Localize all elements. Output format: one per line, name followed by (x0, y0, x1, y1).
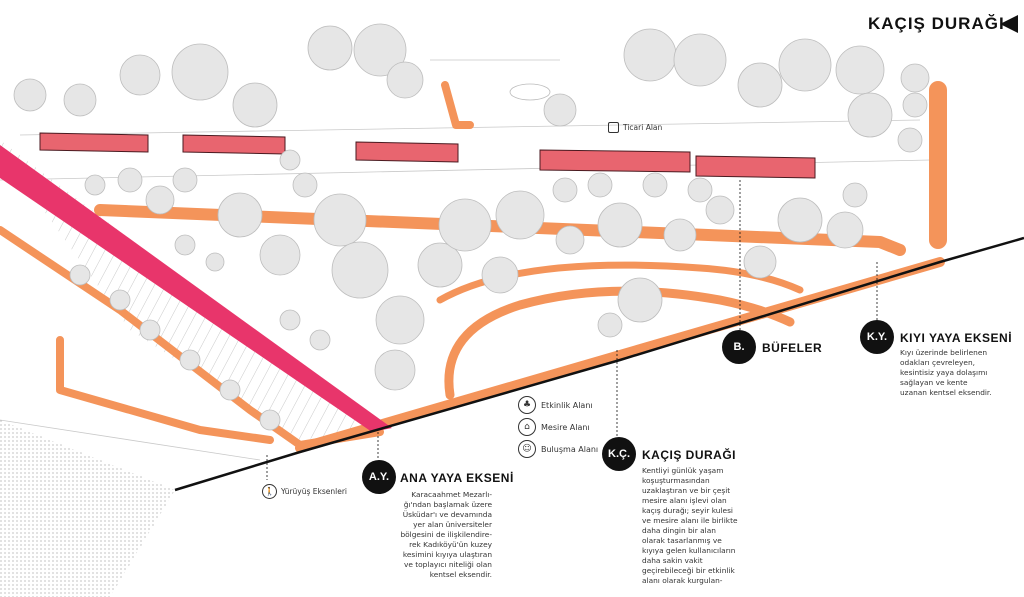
title-arrow-icon (1000, 15, 1018, 33)
kiosk-5 (695, 155, 816, 179)
section-desc-ay: Karacaahmet Mezarlı-ğı'ndan başlamak üze… (400, 490, 492, 579)
page-title: KAÇIŞ DURAĞI (868, 14, 1005, 33)
arc-walkway-inner (444, 286, 795, 400)
coastline (174, 236, 1024, 492)
legend-picnic-area: ⌂ Mesire Alanı (518, 418, 590, 436)
lower-left-walkway (56, 336, 274, 444)
shore-walkway (295, 257, 945, 453)
legend-event-area: ♣ Etkinlik Alanı (518, 396, 593, 414)
legend-meeting-area: ☺ Buluşma Alanı (518, 440, 598, 458)
section-title-ay: ANA YAYA EKSENİ (400, 471, 514, 485)
section-title-kc: KAÇIŞ DURAĞI (642, 448, 737, 462)
picnic-icon: ⌂ (518, 418, 536, 436)
badge-b: B. (722, 330, 756, 364)
main-axis (0, 145, 392, 432)
trees (13, 23, 930, 431)
walker-icon: 🚶 (262, 484, 277, 499)
event-icon: ♣ (518, 396, 536, 414)
kiosk-4 (539, 149, 691, 173)
kiosk-2 (182, 134, 286, 155)
commercial-area-label: Ticari Alan (608, 122, 662, 133)
section-title-ky: KIYI YAYA EKSENİ (900, 331, 1013, 345)
badge-kc: K.Ç. (602, 437, 636, 471)
shop-icon (608, 122, 619, 133)
kiosk-1 (39, 132, 149, 153)
kiosk-3 (355, 141, 459, 163)
badge-ky: K.Y. (860, 320, 894, 354)
shore-area (0, 420, 175, 597)
section-title-b: BÜFELER (762, 341, 823, 355)
badge-ay: A.Y. (362, 460, 396, 494)
top-walkway (441, 81, 474, 129)
meeting-icon: ☺ (518, 440, 536, 458)
walking-axis-label: 🚶 Yürüyüş Eksenleri (262, 484, 347, 499)
